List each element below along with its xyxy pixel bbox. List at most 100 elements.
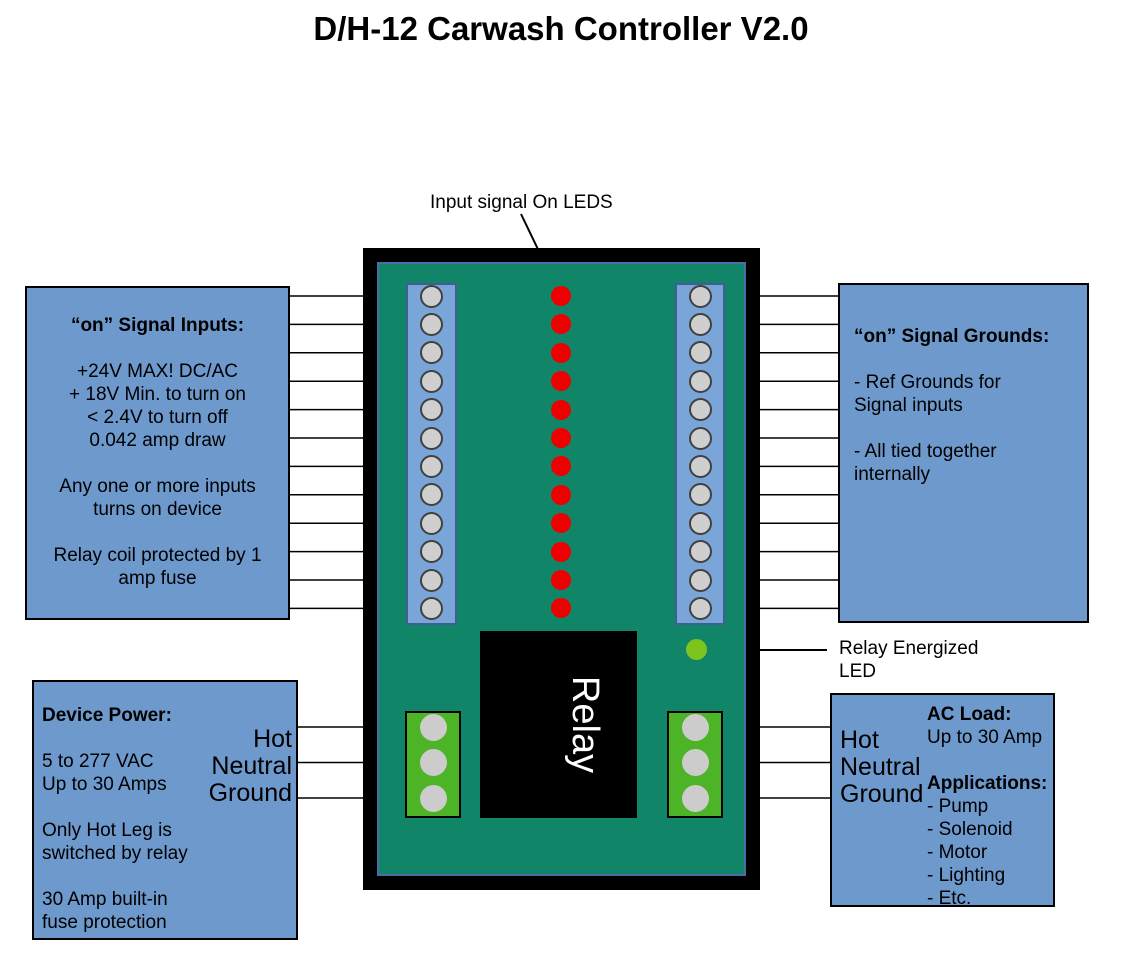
text-line: Only Hot Leg is bbox=[42, 820, 172, 841]
terminal-circle bbox=[688, 568, 712, 592]
input-led bbox=[551, 541, 571, 562]
terminal-circle bbox=[420, 341, 443, 365]
ground-terminal-strip bbox=[675, 283, 725, 625]
terminal-circle bbox=[688, 511, 712, 535]
input-led bbox=[551, 314, 571, 335]
signal-inputs-box: “on” Signal Inputs: +24V MAX! DC/AC+ 18V… bbox=[25, 286, 290, 620]
input-led bbox=[551, 484, 571, 505]
spacer bbox=[927, 749, 1047, 772]
input-leds-label: Input signal On LEDS bbox=[430, 192, 613, 213]
terminal-circle bbox=[688, 454, 712, 478]
text-line: Any one or more inputs bbox=[59, 476, 256, 497]
text-line: Ground bbox=[208, 779, 292, 807]
text-line bbox=[42, 865, 296, 888]
signal-inputs-text: +24V MAX! DC/AC+ 18V Min. to turn on< 2.… bbox=[27, 337, 288, 590]
text-line: internally bbox=[854, 464, 931, 485]
power-terminal-circle bbox=[681, 749, 709, 776]
input-terminal-strip bbox=[406, 283, 457, 625]
ac-load-capacity: Up to 30 Amp bbox=[927, 727, 1043, 748]
terminal-circle bbox=[688, 398, 712, 422]
terminal-circle bbox=[420, 454, 443, 478]
power-terminal-circle bbox=[681, 713, 709, 741]
terminal-circle bbox=[688, 369, 712, 393]
text-line: turns on device bbox=[93, 499, 222, 520]
input-led bbox=[551, 570, 571, 590]
text-line: 30 Amp built-in bbox=[42, 889, 168, 910]
applications-heading: Applications: bbox=[927, 773, 1048, 794]
text-line: fuse protection bbox=[42, 912, 167, 933]
text-line: - All tied together bbox=[854, 441, 997, 462]
input-led bbox=[551, 342, 571, 363]
text-line: Signal inputs bbox=[854, 395, 963, 416]
terminal-circle bbox=[420, 568, 443, 592]
text-line bbox=[27, 337, 288, 360]
terminal-circle bbox=[688, 426, 712, 450]
terminal-circle bbox=[688, 540, 712, 564]
text-line: Ground bbox=[840, 780, 924, 808]
input-led bbox=[551, 399, 571, 420]
device-power-heading: Device Power: bbox=[42, 705, 172, 726]
text-line bbox=[27, 521, 288, 544]
text-line: Neutral bbox=[840, 753, 921, 781]
terminal-circle bbox=[420, 426, 443, 450]
terminal-circle bbox=[688, 596, 712, 620]
text-line: Hot bbox=[840, 726, 879, 754]
input-led bbox=[551, 286, 571, 306]
terminal-circle bbox=[420, 398, 443, 422]
power-terminal-circle bbox=[419, 784, 447, 812]
signal-grounds-heading: “on” Signal Grounds: bbox=[854, 326, 1050, 347]
signal-inputs-heading: “on” Signal Inputs: bbox=[70, 315, 245, 336]
terminal-circle bbox=[420, 369, 443, 393]
input-led bbox=[551, 371, 571, 392]
text-line: - Pump bbox=[927, 796, 989, 817]
text-line: - Solenoid bbox=[927, 819, 1013, 840]
text-line: Relay Energized bbox=[839, 638, 979, 659]
input-led bbox=[551, 456, 571, 477]
input-led bbox=[551, 428, 571, 448]
text-line: - Motor bbox=[927, 842, 988, 863]
terminal-circle bbox=[420, 312, 443, 336]
relay-energized-led bbox=[686, 639, 707, 660]
text-line: +24V MAX! DC/AC bbox=[76, 361, 239, 382]
text-line: Relay coil protected by 1 bbox=[53, 545, 262, 566]
text-line: Up to 30 Amps bbox=[42, 774, 167, 795]
text-line: LED bbox=[839, 661, 876, 682]
power-terminal-circle bbox=[419, 749, 447, 776]
terminal-circle bbox=[688, 312, 712, 336]
input-led bbox=[551, 513, 571, 534]
text-line: < 2.4V to turn off bbox=[87, 407, 228, 428]
terminal-circle bbox=[420, 596, 443, 620]
terminal-circle bbox=[420, 483, 443, 507]
text-line: switched by relay bbox=[42, 843, 188, 864]
text-line bbox=[27, 452, 288, 475]
input-led bbox=[551, 598, 571, 619]
page-title: D/H-12 Carwash Controller V2.0 bbox=[313, 10, 809, 47]
text-line: - Etc. bbox=[927, 888, 972, 909]
text-line: Hot bbox=[253, 725, 292, 753]
ac-load-heading: AC Load: bbox=[927, 704, 1012, 725]
relay-block: Relay bbox=[480, 631, 637, 818]
power-terminal-circle bbox=[681, 784, 709, 812]
text-line: Neutral bbox=[211, 752, 292, 780]
terminal-circle bbox=[420, 511, 443, 535]
ac-load-details: AC Load: Up to 30 Amp Applications: - Pu… bbox=[927, 703, 1047, 910]
terminal-circle bbox=[420, 540, 443, 564]
text-line: - Ref Grounds for bbox=[854, 372, 1001, 393]
power-terminal-circle bbox=[419, 713, 447, 741]
relay-label: Relay bbox=[564, 675, 606, 774]
text-line bbox=[854, 348, 1077, 371]
terminal-circle bbox=[420, 284, 443, 308]
terminal-circle bbox=[688, 341, 712, 365]
terminal-circle bbox=[688, 284, 712, 308]
applications-list: - Pump- Solenoid- Motor- Lighting- Etc. bbox=[927, 795, 1047, 910]
text-line: 5 to 277 VAC bbox=[42, 751, 154, 772]
text-line: amp fuse bbox=[118, 568, 197, 589]
